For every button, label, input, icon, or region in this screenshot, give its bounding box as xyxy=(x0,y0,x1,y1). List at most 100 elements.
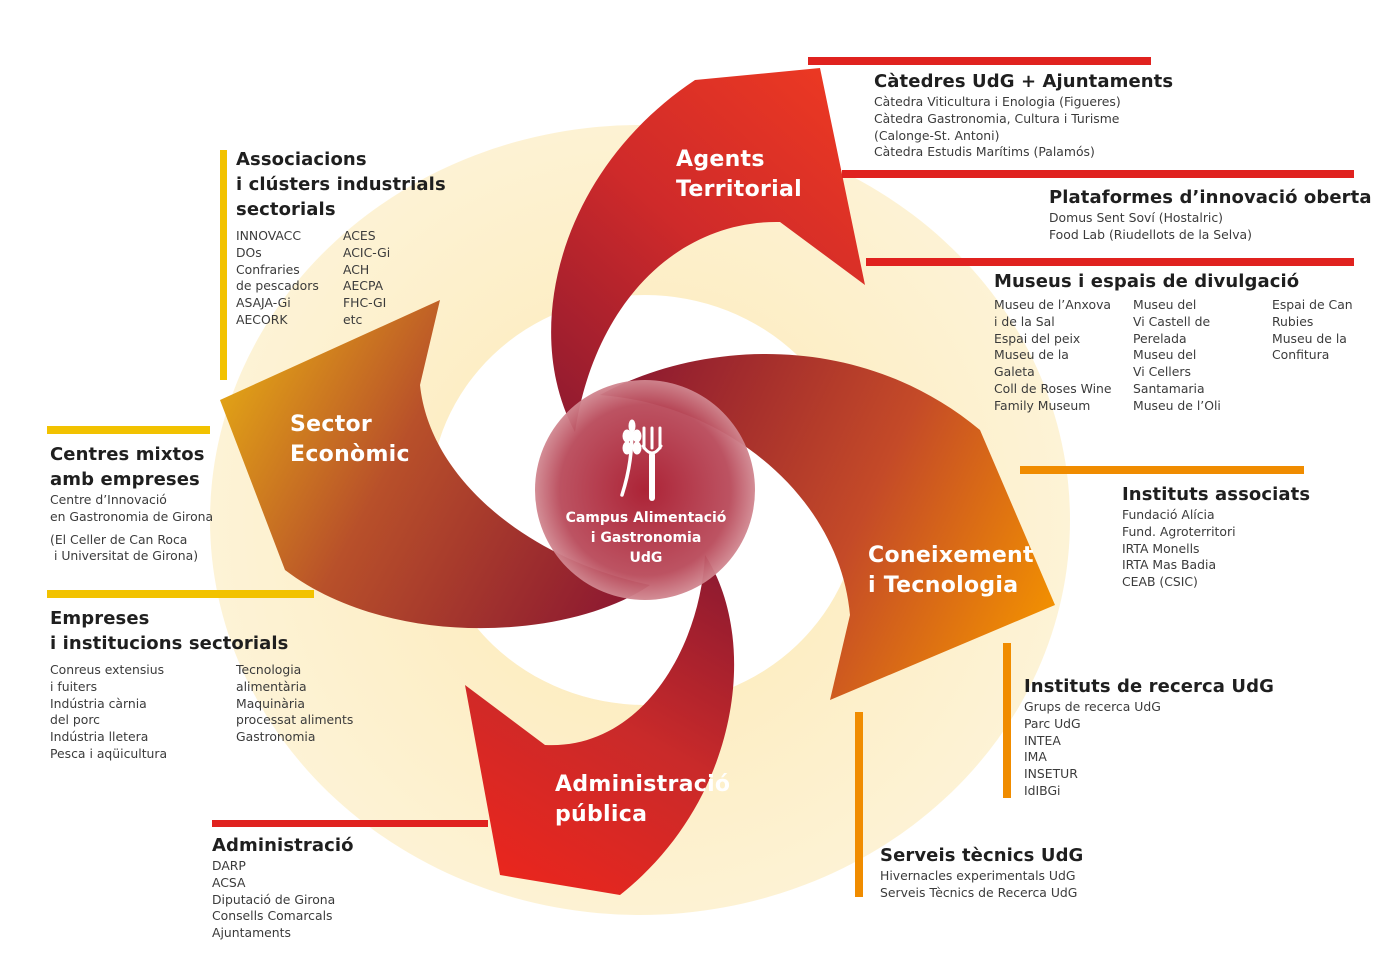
center-line: i Gastronomia xyxy=(590,530,702,546)
list-item: AECPA xyxy=(343,278,384,294)
list-item: Càtedra Estudis Marítims (Palamós) xyxy=(874,144,1095,160)
group-title: Museus i espais de divulgació xyxy=(994,271,1300,292)
list-item: Espai del peix xyxy=(994,330,1081,346)
list-item: ACH xyxy=(343,261,370,277)
list-item: Ajuntaments xyxy=(212,925,291,941)
list-item: IRTA Monells xyxy=(1122,540,1200,556)
group-plataformes: Plataformes d’innovació oberta Domus Sen… xyxy=(1049,185,1372,244)
group-title: Càtedres UdG + Ajuntaments xyxy=(874,71,1174,92)
list-item: Rubies xyxy=(1272,313,1314,329)
list-item: Indústria càrnia xyxy=(50,695,147,711)
bar-serveis xyxy=(855,712,863,897)
list-item: Tecnologia xyxy=(236,662,302,677)
list-item: Museu de l’Oli xyxy=(1133,397,1221,413)
group-title: Plataformes d’innovació oberta xyxy=(1049,187,1372,208)
bar-administracio xyxy=(212,820,488,827)
list-item: processat aliments xyxy=(236,712,354,728)
list-item: ASAJA-Gi xyxy=(236,295,291,311)
list-item: Parc UdG xyxy=(1024,715,1081,731)
group-title: i institucions sectorials xyxy=(50,633,289,654)
blade-administracio-publica xyxy=(465,555,735,895)
list-item: i Universitat de Girona) xyxy=(50,548,199,564)
group-associacions: Associacions i clústers industrials sect… xyxy=(236,147,476,337)
list-item: en Gastronomia de Girona xyxy=(50,508,214,524)
bar-empreses xyxy=(47,590,314,598)
list-item: Fundació Alícia xyxy=(1122,507,1215,522)
group-title: Administració xyxy=(212,835,354,856)
center-label: Campus Alimentació i Gastronomia UdG xyxy=(546,508,746,568)
wheat-and-fork-icon xyxy=(620,419,663,501)
group-title: amb empreses xyxy=(50,469,200,490)
bar-centres xyxy=(47,426,210,434)
list-item: ACES xyxy=(343,228,376,243)
bar-associacions xyxy=(220,150,227,380)
list-item: etc xyxy=(343,311,363,327)
list-item: i fuiters xyxy=(50,678,98,694)
center-core xyxy=(535,380,755,600)
empreses-column-1: Conreus extensius i fuiters Indústria cà… xyxy=(50,662,167,763)
list-item: Espai de Can xyxy=(1272,297,1353,312)
group-title: sectorials xyxy=(236,199,336,220)
list-item: DOs xyxy=(236,244,262,260)
museus-column-2: Museu del Vi Castell de Perelada Museu d… xyxy=(1133,297,1221,415)
list-item: IdIBGi xyxy=(1024,782,1061,798)
list-item: Conreus extensius xyxy=(50,662,165,677)
label-line: Territorial xyxy=(676,177,802,202)
bar-museus xyxy=(866,258,1354,266)
group-centres-mixtos: Centres mixtos amb empreses Centre d’Inn… xyxy=(50,442,213,565)
group-title: Empreses xyxy=(50,608,150,629)
list-item: Grups de recerca UdG xyxy=(1024,699,1161,714)
center-line: Campus Alimentació xyxy=(565,510,727,526)
list-item: del porc xyxy=(50,712,100,728)
label-coneixement-tecnologia: Coneixement i Tecnologia xyxy=(868,541,1034,601)
list-item: INNOVACC xyxy=(236,228,301,243)
list-item: Vi Cellers xyxy=(1133,364,1191,380)
list-item: INTEA xyxy=(1024,732,1061,748)
label-line: Econòmic xyxy=(290,442,410,467)
list-item: Museu de l’Anxova xyxy=(994,297,1112,312)
blade-coneixement-tecnologia xyxy=(600,353,1055,700)
group-instituts-recerca: Instituts de recerca UdG Grups de recerc… xyxy=(1024,674,1274,800)
group-catedres: Càtedres UdG + Ajuntaments Càtedra Vitic… xyxy=(874,69,1173,161)
group-title: Centres mixtos xyxy=(50,444,205,465)
list-item: CEAB (CSIC) xyxy=(1122,574,1198,590)
list-item: Centre d’Innovació xyxy=(50,492,167,507)
list-item: i de la Sal xyxy=(994,313,1055,329)
list-item: Confraries xyxy=(236,261,300,277)
label-line: pública xyxy=(555,802,648,827)
list-item: IRTA Mas Badia xyxy=(1122,557,1217,573)
museus-column-1: Museu de l’Anxova i de la Sal Espai del … xyxy=(994,297,1112,415)
list-item: Serveis Tècnics de Recerca UdG xyxy=(880,884,1078,900)
list-item: Maquinària xyxy=(236,695,306,711)
label-line: Administració xyxy=(555,772,731,797)
group-title: Associacions xyxy=(236,149,367,170)
associacions-column-2: ACES ACIC-Gi ACH AECPA FHC-GI etc xyxy=(343,228,390,329)
group-museus: Museus i espais de divulgació Museu de l… xyxy=(994,269,1364,419)
list-item: Diputació de Girona xyxy=(212,891,336,907)
group-serveis-tecnics: Serveis tècnics UdG Hivernacles experime… xyxy=(880,843,1083,902)
list-item: Museu de la xyxy=(1272,330,1347,346)
label-line: Sector xyxy=(290,412,373,437)
list-item: (Calonge-St. Antoni) xyxy=(874,127,1000,143)
list-item: Domus Sent Soví (Hostalric) xyxy=(1049,210,1224,225)
list-item: ACIC-Gi xyxy=(343,244,391,260)
list-item: Confitura xyxy=(1272,347,1330,363)
list-item: Càtedra Gastronomia, Cultura i Turisme xyxy=(874,110,1120,126)
bar-recerca xyxy=(1003,643,1011,798)
list-item: Santamaria xyxy=(1133,380,1205,396)
list-item: Food Lab (Riudellots de la Selva) xyxy=(1049,226,1252,242)
list-item: Gastronomia xyxy=(236,729,316,745)
list-item: Coll de Roses Wine xyxy=(994,380,1112,396)
label-sector-economic: Sector Econòmic xyxy=(290,410,410,470)
list-item: Consells Comarcals xyxy=(212,908,333,924)
label-line: i Tecnologia xyxy=(868,573,1019,598)
label-line: Agents xyxy=(676,147,765,172)
list-item: alimentària xyxy=(236,678,307,694)
label-line: Coneixement xyxy=(868,543,1034,568)
list-item: Vi Castell de xyxy=(1133,313,1211,329)
group-empreses: Empreses i institucions sectorials Conre… xyxy=(50,606,380,766)
group-title: Serveis tècnics UdG xyxy=(880,845,1084,866)
list-item: Museu de la xyxy=(994,347,1069,363)
list-item: de pescadors xyxy=(236,278,319,294)
